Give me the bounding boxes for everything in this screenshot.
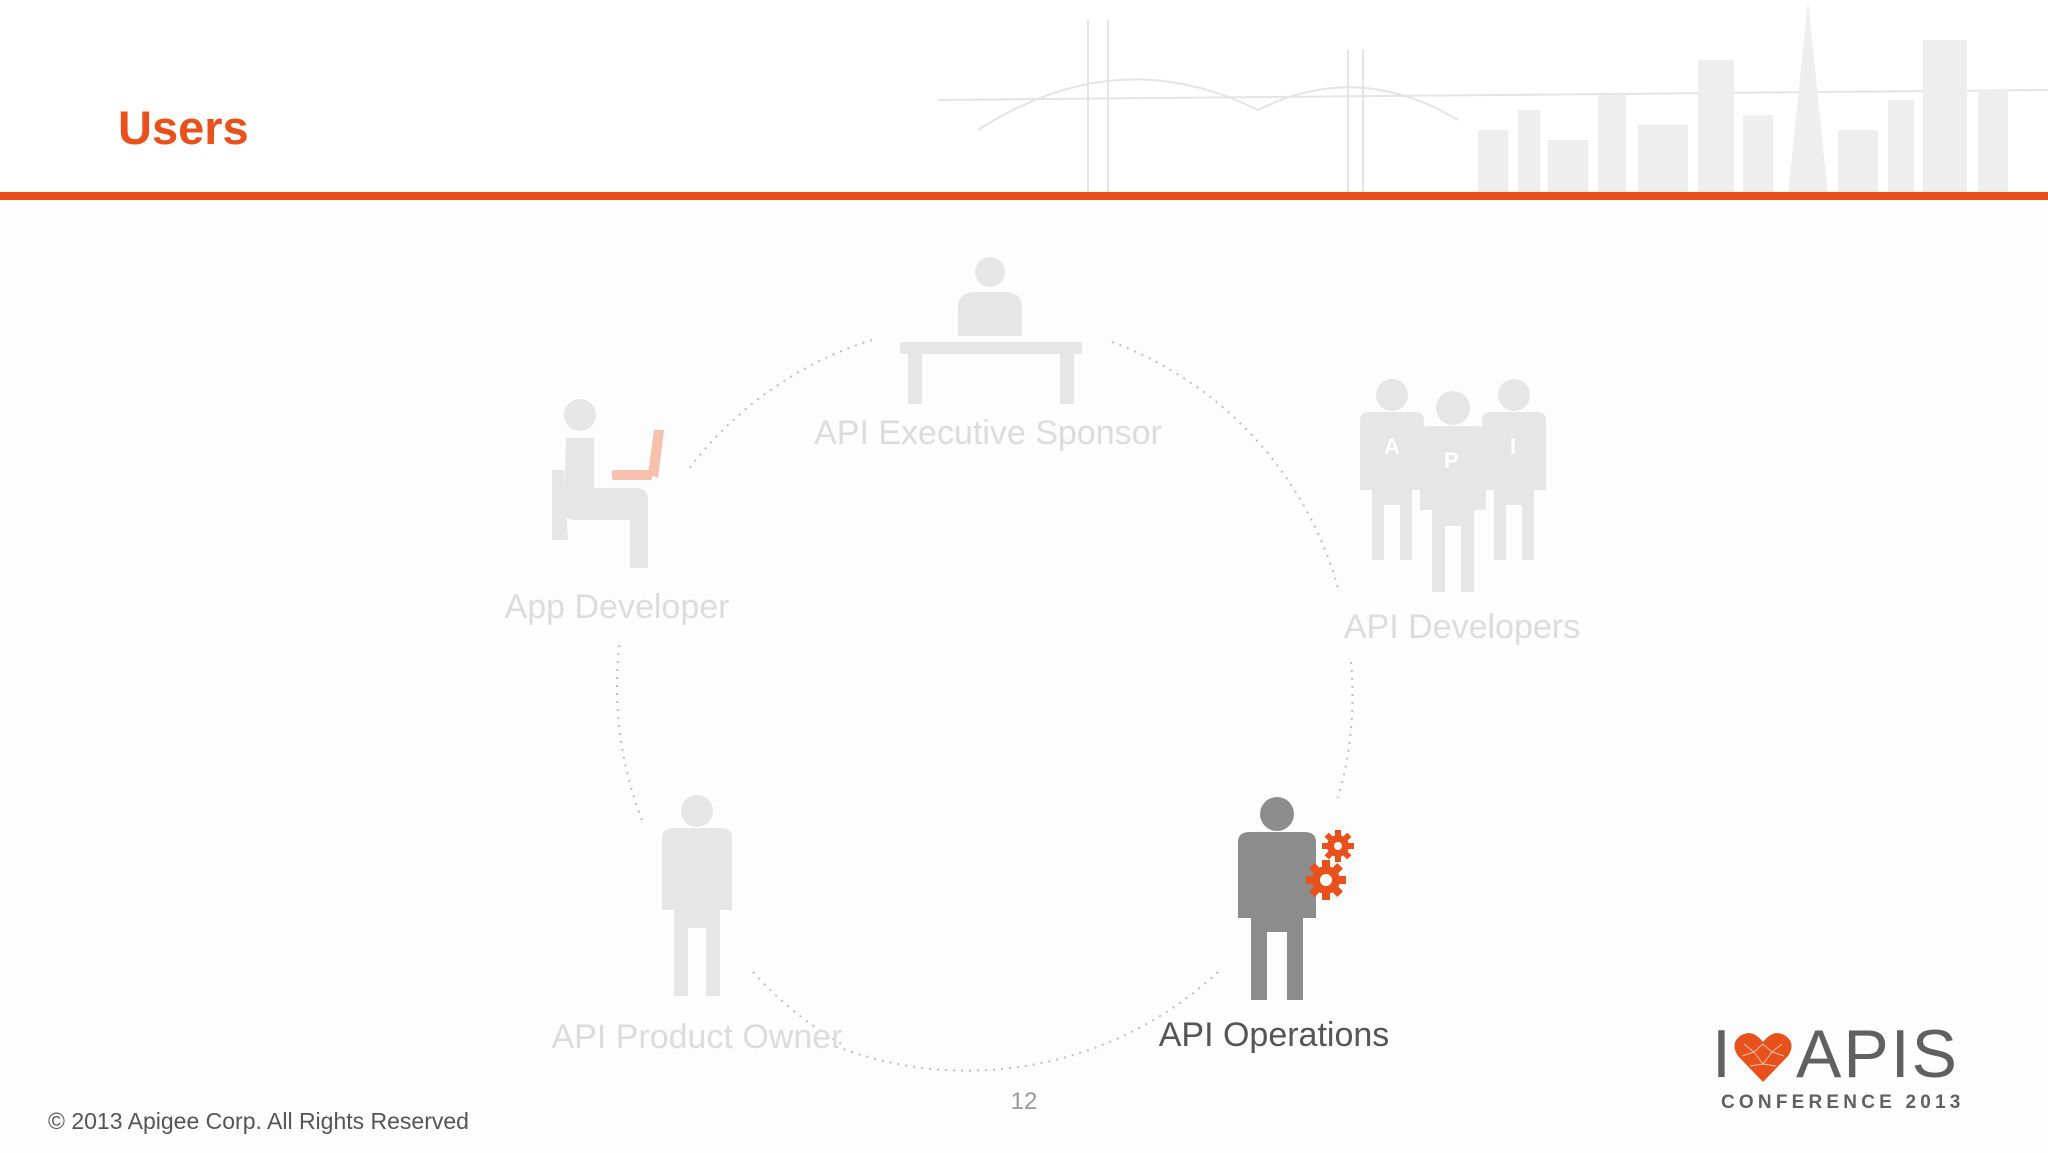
dotted-connector-circle [616,339,1354,1072]
person-at-laptop-icon [552,399,664,568]
header-band: Users [0,0,2048,196]
heart-icon [1734,1033,1792,1082]
svg-text:P: P [1444,448,1459,473]
slide-title: Users [118,101,249,154]
role-label-api-product-owner: API Product Owner [551,1018,843,1056]
logo-wordmark: APIS [1796,1016,1959,1092]
operations-person-gears-icon [1238,797,1354,1000]
person-standing-icon [662,795,732,996]
logo-subtitle: CONFERENCE 2013 [1721,1092,1965,1113]
logo-i-letter: I [1712,1016,1731,1092]
header-rule [0,192,2048,200]
svg-text:A: A [1384,434,1400,459]
role-label-api-developers: API Developers [1343,608,1581,646]
svg-text:I: I [1510,434,1516,459]
role-label-app-developer: App Developer [504,588,730,626]
role-label-api-operations: API Operations [1158,1016,1390,1054]
role-label-api-executive-sponsor: API Executive Sponsor [814,414,1162,452]
copyright-footer: © 2013 Apigee Corp. All Rights Reserved [48,1108,469,1134]
executive-at-desk-icon [900,257,1082,404]
conference-logo: I APIS CONFERENCE 2013 [1712,1020,1960,1120]
page-number: 12 [1010,1088,1038,1115]
city-skyline-background [938,0,2048,196]
developer-group-icon: A P I [1360,379,1546,592]
